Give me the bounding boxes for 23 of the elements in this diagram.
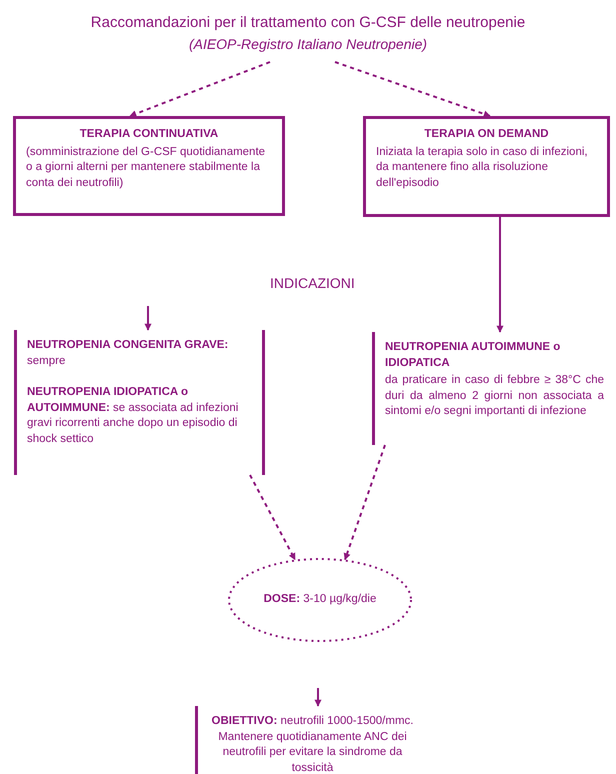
panel-text: DOSE: 3-10 µg/kg/die — [262, 592, 378, 608]
panel-text: NEUTROPENIA CONGENITA GRAVE: sempre — [27, 338, 230, 369]
arrow — [314, 688, 322, 707]
therapy-box — [363, 116, 610, 217]
panel-text: da praticare in caso di febbre ≥ 38°C che duri da almeno 2 giorni non associata a sintomi e/o segni importanti di infezione — [385, 373, 604, 420]
therapy-box — [13, 116, 285, 216]
panel-text: (somministrazione del G-CSF quotidianamente o a giorni alterni per mantenere stabilmente la conta dei neutrofili) — [26, 144, 266, 191]
panel-text: NEUTROPENIA IDIOPATICA o AUTOIMMUNE: se associata ad infezioni gravi ricorrenti anche dopo un episodio di shock settico — [27, 385, 240, 447]
panel-text: Iniziata la terapia solo in caso di infezioni, da mantenere fino alla risoluzione dell'episodio — [376, 144, 589, 191]
panel-heading: TERAPIA ON DEMAND — [423, 127, 550, 142]
indication-panel — [14, 330, 265, 475]
arrow — [344, 444, 386, 560]
arrow — [249, 474, 296, 560]
panel-heading: TERAPIA CONTINUATIVA — [78, 127, 220, 142]
arrow — [334, 61, 491, 118]
title: Raccomandazioni per il trattamento con G-CSF delle neutropenie — [90, 14, 526, 31]
arrow — [144, 306, 152, 331]
panel-text: OBIETTIVO: neutrofili 1000-1500/mmc. Mantenere quotidianamente ANC dei neutrofili per evitare la sindrome da tossicità — [210, 714, 414, 774]
section-label: INDICAZIONI — [270, 275, 355, 291]
arrow — [496, 217, 504, 333]
arrow — [129, 61, 270, 117]
dose-ellipse — [228, 558, 412, 642]
subtitle: (AIEOP-Registro Italiano Neutropenie) — [188, 36, 428, 52]
